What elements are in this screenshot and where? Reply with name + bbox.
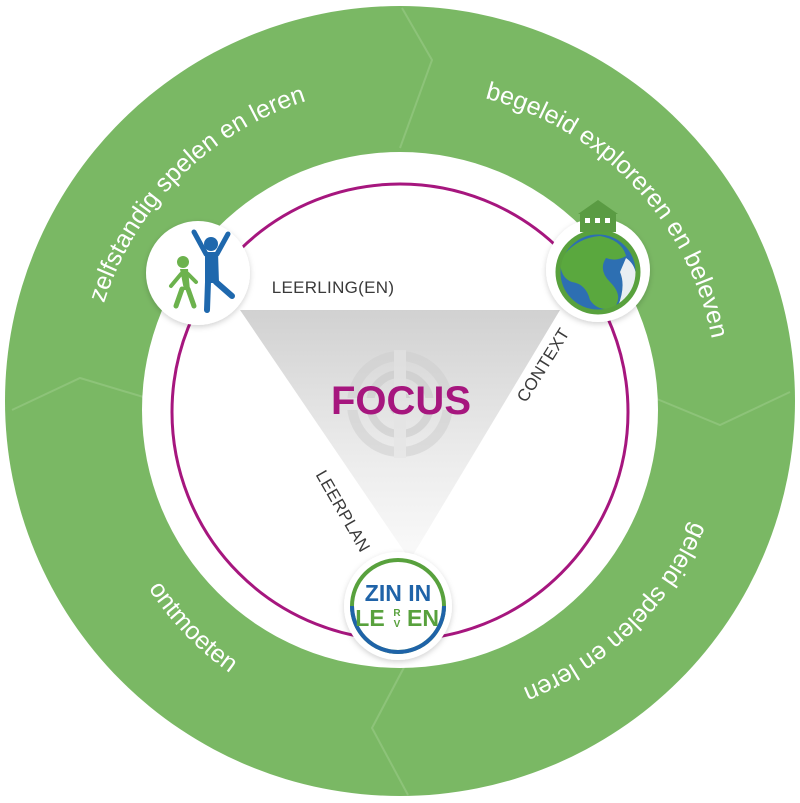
logo-line2-en: EN — [407, 605, 439, 631]
context-node — [546, 200, 650, 322]
logo-line1: ZIN IN — [365, 580, 431, 606]
children-node — [146, 221, 250, 325]
focus-label: FOCUS — [331, 379, 471, 423]
leerlingen-label: LEERLING(EN) — [272, 278, 395, 297]
logo-line2-le: LE — [355, 605, 384, 631]
logo-small-v: V — [394, 619, 401, 630]
globe-icon — [555, 229, 641, 315]
logo-small-r: R — [393, 608, 401, 619]
children-icon — [169, 229, 235, 313]
segment-seams — [11, 7, 791, 796]
school-building-icon — [578, 200, 618, 232]
zin-in-leven-logo: ZIN IN LE R V EN — [344, 552, 452, 660]
target-icon — [346, 350, 454, 458]
